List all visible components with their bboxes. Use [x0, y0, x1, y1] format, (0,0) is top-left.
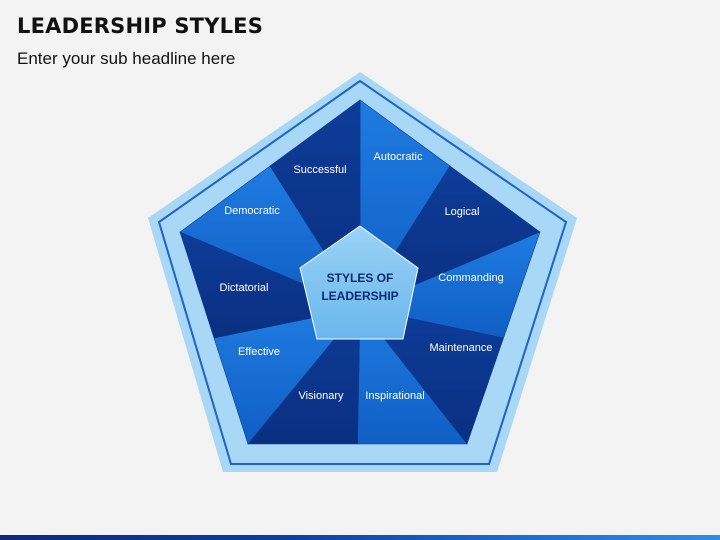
center-pentagon — [299, 225, 419, 340]
style-label-democratic: Democratic — [224, 205, 280, 217]
center-label-line2: LEADERSHIP — [321, 289, 398, 303]
bottom-accent-bar — [0, 535, 720, 540]
style-label-autocratic: Autocratic — [374, 151, 423, 163]
outer-pentagon-outline — [157, 79, 568, 465]
style-label-inspirational: Inspirational — [365, 390, 424, 402]
style-label-dictatorial: Dictatorial — [220, 282, 269, 294]
label-group: AutocraticLogicalCommandingMaintenanceIn… — [220, 151, 504, 402]
style-label-maintenance: Maintenance — [430, 342, 493, 354]
style-label-effective: Effective — [238, 346, 280, 358]
center-label-line1: STYLES OF — [327, 271, 394, 285]
style-label-logical: Logical — [445, 206, 480, 218]
page-subtitle: Enter your sub headline here — [17, 49, 236, 68]
style-label-successful: Successful — [293, 164, 346, 176]
style-label-visionary: Visionary — [298, 390, 344, 402]
page-title: LEADERSHIP STYLES — [17, 14, 264, 38]
style-label-commanding: Commanding — [438, 272, 503, 284]
